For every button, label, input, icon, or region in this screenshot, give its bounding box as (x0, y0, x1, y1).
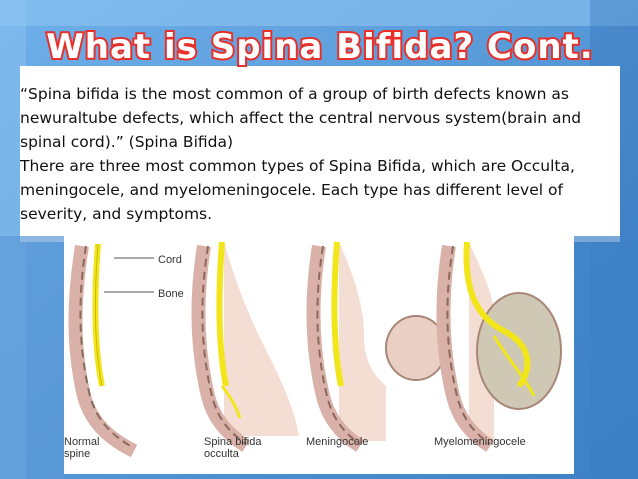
legend-bone-label: Bone (158, 288, 184, 300)
quote-paragraph: “Spina bifida is the most common of a gr… (20, 85, 582, 151)
panel-label-myelomeningocele-line1: Myelomeningocele (434, 436, 526, 448)
panel-label-occulta: Spina bifida occulta (204, 436, 262, 460)
panel-label-meningocele: Meningocele (306, 436, 368, 448)
slide-title-text: What is Spina Bifida? Cont. (46, 27, 593, 67)
panel-label-meningocele-line1: Meningocele (306, 436, 369, 448)
spine-figure: Cord Bone Normal spine Spina bifida occu… (64, 236, 574, 474)
spine-illustration (68, 241, 562, 458)
panel-label-normal-line2: spine (64, 448, 91, 460)
normal-spine-drawing (68, 243, 154, 458)
body-text: “Spina bifida is the most common of a gr… (20, 82, 610, 226)
panel-label-occulta-line1: Spina bifida (204, 436, 262, 448)
panel-label-normal: Normal spine (64, 436, 99, 460)
panel-label-myelomeningocele: Myelomeningocele (434, 436, 526, 448)
panel-label-normal-line1: Normal (64, 436, 100, 448)
myelomeningocele-drawing (436, 241, 562, 452)
panel-label-occulta-line2: occulta (204, 448, 239, 460)
slide-title: What is Spina Bifida? Cont. (44, 25, 594, 69)
legend-cord-label: Cord (158, 254, 182, 266)
meningocele-drawing (306, 241, 447, 452)
types-paragraph: There are three most common types of Spi… (20, 157, 575, 223)
occulta-drawing (191, 241, 299, 452)
